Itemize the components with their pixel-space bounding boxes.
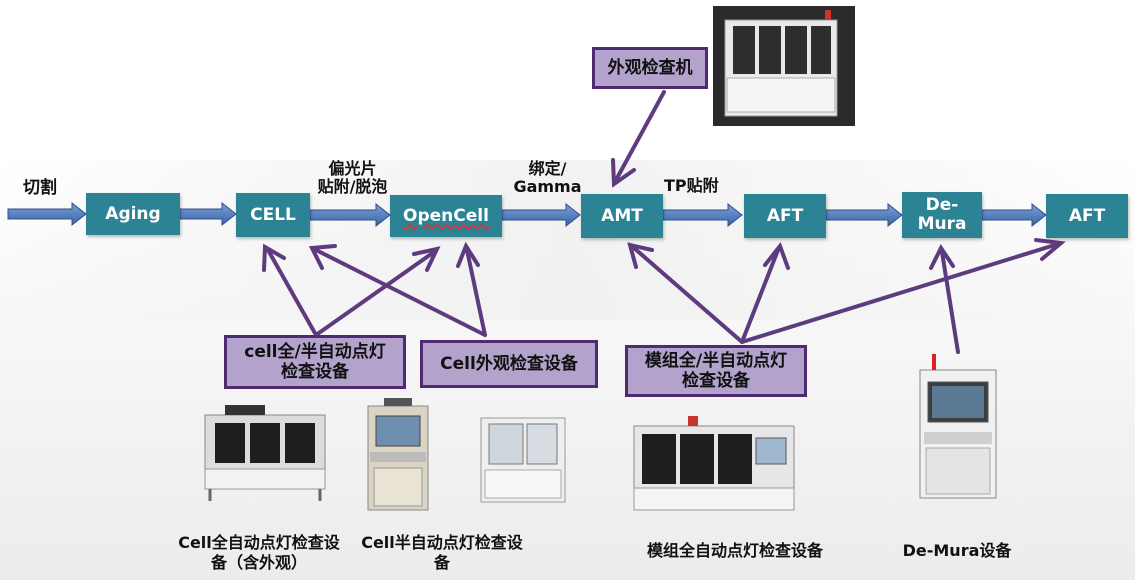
caption-cell-semi-line2: 备 (433, 553, 450, 572)
flow-arrow-aft-demura (825, 202, 903, 228)
caption-demura: De-Mura设备 (902, 541, 1012, 560)
pointer-arrow (614, 90, 666, 182)
pointer-arrow (632, 246, 744, 344)
pointer-arrow (740, 248, 780, 344)
module-lighting-line2: 检查设备 (682, 371, 750, 391)
stage-aging: Aging (86, 193, 180, 235)
cut-label: 切割 (23, 178, 57, 198)
caption-cell-full-line1: Cell全自动点灯检查设 (178, 533, 340, 552)
pointer-arrow-head (611, 158, 636, 188)
equipment-cell-lighting: cell全/半自动点灯 检查设备 (224, 335, 406, 389)
flow-arrow-cell-opencell (309, 202, 391, 228)
pointer-arrow (314, 250, 436, 337)
flow-arrow-amt-aft (662, 202, 743, 228)
stage-cell: CELL (236, 193, 310, 237)
demura-machine-image (919, 354, 997, 499)
pointer-arrow (940, 250, 960, 354)
pointer-arrow (465, 248, 487, 337)
pointer-arrow-head (262, 243, 286, 272)
equipment-cell-appearance: Cell外观检查设备 (420, 340, 598, 388)
pointer-arrow-head (929, 244, 955, 270)
cell-lighting-line1: cell全/半自动点灯 (244, 341, 386, 362)
pointer-arrow (314, 248, 487, 337)
bond-label-line1: 绑定/ (528, 159, 567, 178)
stage-aft-final: AFT (1046, 194, 1128, 238)
cell-semi-machine-image (367, 398, 429, 511)
stage-amt: AMT (581, 194, 663, 238)
polarizer-label-line1: 偏光片 (328, 159, 377, 178)
pointer-arrow-head (412, 246, 441, 272)
flow-arrow-aging-cell (179, 201, 237, 227)
flow-arrow-opencell-amt (501, 202, 581, 228)
bond-gamma-label: 绑定/ Gamma (505, 159, 590, 197)
cell-full-machine-image (204, 405, 326, 501)
pointer-arrow-head (456, 241, 480, 268)
background-band (0, 160, 1135, 320)
caption-module-full: 模组全自动点灯检查设备 (646, 541, 823, 560)
pointer-arrow-head (763, 241, 790, 270)
equipment-appearance-machine: 外观检查机 (592, 47, 708, 89)
stage-aft: AFT (744, 194, 826, 238)
stage-opencell-label: OpenCell (403, 205, 489, 226)
pointer-arrow (266, 248, 318, 337)
caption-cell-semi-line1: Cell半自动点灯检查设 (361, 533, 523, 552)
polarizer-label: 偏光片 贴附/脱泡 (305, 159, 400, 197)
polarizer-label-line2: 贴附/脱泡 (317, 177, 388, 197)
stage-opencell: OpenCell (390, 195, 502, 237)
module-full-machine-image (633, 416, 795, 511)
appearance-machine-image (713, 6, 855, 126)
pointer-arrow-head (627, 242, 654, 269)
stage-demura: De- Mura (902, 192, 982, 238)
cell-lighting-line2: 检查设备 (281, 362, 349, 382)
pointer-arrow-head (1034, 238, 1066, 261)
equipment-module-lighting: 模组全/半自动点灯 检查设备 (625, 345, 807, 397)
flow-arrow-demura-aft (981, 202, 1047, 228)
pointer-arrow-head (308, 244, 337, 270)
caption-cell-full-line2: 备（含外观） (210, 553, 307, 572)
tp-label: TP贴附 (664, 176, 719, 195)
caption-cell-semi: Cell半自动点灯检查设 备 (352, 533, 532, 573)
module-lighting-line1: 模组全/半自动点灯 (644, 350, 788, 371)
flow-arrow-cut (7, 201, 87, 227)
caption-cell-full: Cell全自动点灯检查设 备（含外观） (168, 533, 350, 573)
pointer-arrow (740, 242, 1060, 344)
bond-label-line2: Gamma (513, 177, 582, 197)
cell-appearance-machine-image (480, 417, 566, 503)
